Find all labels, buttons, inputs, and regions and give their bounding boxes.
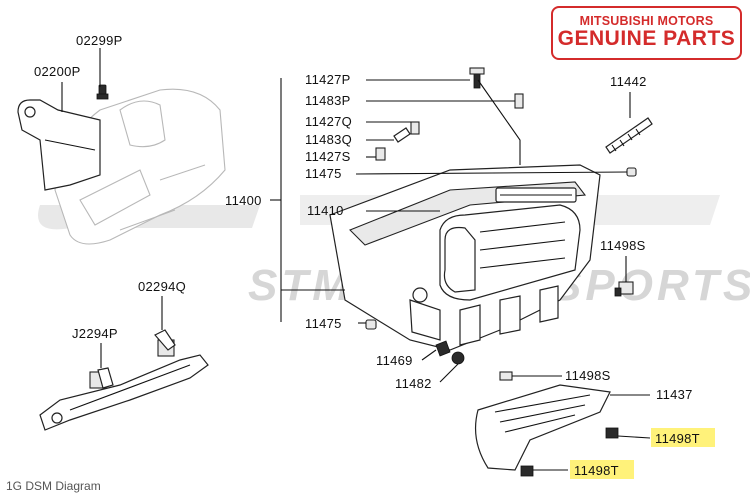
fuel-rail (39, 339, 209, 431)
label-11427Q: 11427Q (305, 114, 352, 129)
label-11427S: 11427S (305, 149, 351, 164)
leader-lines (61, 48, 651, 471)
label-11469: 11469 (376, 353, 413, 368)
hardware-small-parts (365, 67, 634, 477)
diagram-caption: 1G DSM Diagram (6, 479, 101, 493)
heat-shield-11437 (475, 384, 611, 471)
label-11482: 11482 (395, 376, 432, 391)
label-11410: 11410 (307, 203, 344, 218)
label-11498S-lower: 11498S (565, 368, 611, 383)
label-J2294P: J2294P (72, 326, 118, 341)
label-11475-top: 11475 (305, 166, 342, 181)
label-02200P: 02200P (34, 64, 81, 79)
label-11498T-lower: 11498T (574, 463, 619, 478)
label-02294Q: 02294Q (138, 279, 186, 294)
label-11498S-upper: 11498S (600, 238, 646, 253)
label-11437: 11437 (656, 387, 693, 402)
label-11498T-upper: 11498T (655, 431, 700, 446)
bracket-02200P (17, 99, 101, 191)
highlight-11498T-lower (570, 460, 634, 479)
part-labels: 02299P 02200P 11427P 11483P 11427Q 11483… (34, 33, 715, 479)
highlight-11498T-upper (651, 428, 715, 447)
label-11427P: 11427P (305, 72, 351, 87)
label-11475-bottom: 11475 (305, 316, 342, 331)
label-11442: 11442 (610, 74, 647, 89)
label-11483Q: 11483Q (305, 132, 352, 147)
badge-brand: MITSUBISHI MOTORS (579, 14, 714, 28)
genuine-parts-badge: MITSUBISHI MOTORS GENUINE PARTS (551, 6, 742, 60)
label-02299P: 02299P (76, 33, 123, 48)
badge-title: GENUINE PARTS (557, 27, 736, 50)
brackets-02294Q-J2294P (97, 329, 176, 389)
stud-11442 (605, 117, 653, 177)
label-11400: 11400 (225, 193, 262, 208)
label-11483P: 11483P (305, 93, 351, 108)
bolt-02299P (96, 84, 109, 100)
